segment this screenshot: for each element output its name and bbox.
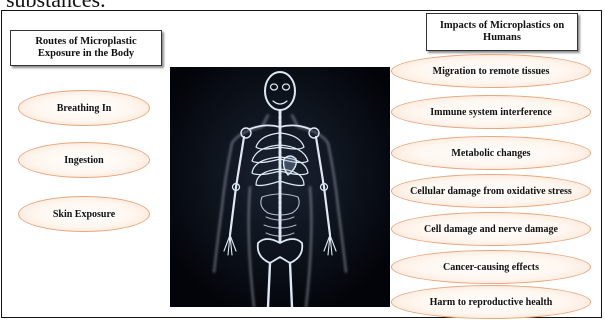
- impact-oxidative-stress: Cellular damage from oxidative stress: [391, 174, 591, 208]
- impact-reproductive-label: Harm to reproductive health: [430, 297, 553, 308]
- impacts-title: Impacts of Microplastics on Humans: [431, 20, 573, 44]
- route-ingestion: Ingestion: [18, 142, 150, 178]
- route-breathing-in: Breathing In: [18, 90, 150, 126]
- impact-migration-label: Migration to remote tissues: [433, 66, 550, 77]
- impact-cancer-label: Cancer-causing effects: [443, 262, 539, 273]
- routes-title: Routes of Microplastic Exposure in the B…: [15, 36, 157, 60]
- route-breathing-in-label: Breathing In: [57, 103, 112, 114]
- impact-cancer: Cancer-causing effects: [391, 250, 591, 284]
- impact-metabolic: Metabolic changes: [391, 136, 591, 170]
- impact-metabolic-label: Metabolic changes: [451, 148, 530, 159]
- impact-immune: Immune system interference: [391, 95, 591, 129]
- top-caption: substances.: [6, 0, 206, 10]
- impact-oxidative-stress-label: Cellular damage from oxidative stress: [410, 186, 572, 197]
- impacts-title-box: Impacts of Microplastics on Humans: [426, 13, 578, 51]
- route-ingestion-label: Ingestion: [64, 155, 103, 166]
- impact-migration: Migration to remote tissues: [391, 54, 591, 88]
- impact-nerve-damage-label: Cell damage and nerve damage: [424, 224, 558, 235]
- route-skin-exposure-label: Skin Exposure: [53, 209, 115, 220]
- impact-immune-label: Immune system interference: [430, 107, 551, 118]
- xray-body-illustration: [170, 67, 390, 307]
- impact-reproductive: Harm to reproductive health: [391, 285, 591, 319]
- route-skin-exposure: Skin Exposure: [18, 196, 150, 232]
- routes-title-box: Routes of Microplastic Exposure in the B…: [10, 30, 162, 66]
- impact-nerve-damage: Cell damage and nerve damage: [391, 212, 591, 246]
